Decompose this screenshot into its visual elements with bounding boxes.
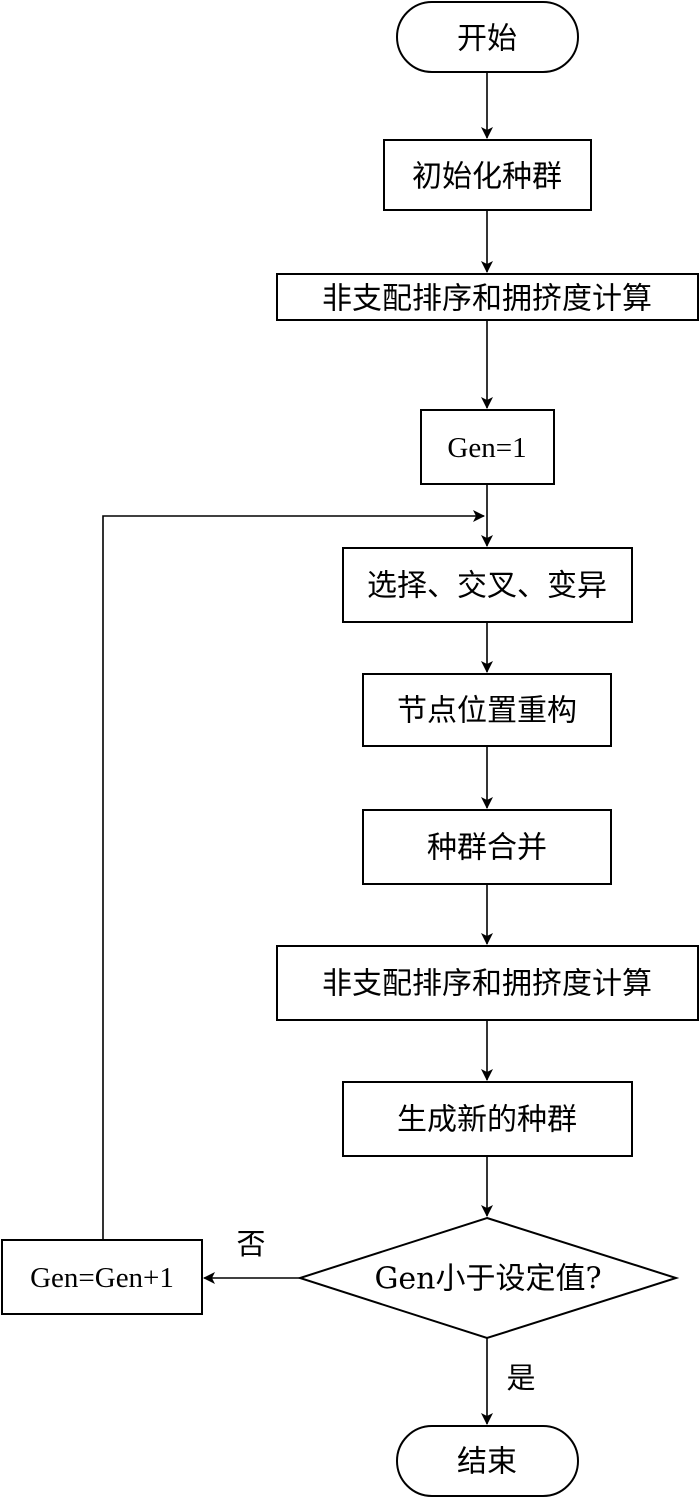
- start-label: 开始: [457, 22, 517, 57]
- gen-init-process: [420, 409, 555, 485]
- sort2-process: [276, 945, 699, 1021]
- edge-increment-loop-back: [102, 510, 485, 1240]
- sort1-process: [276, 273, 699, 321]
- edge-label-no: 否: [236, 1227, 265, 1261]
- edge-label-yes: 是: [506, 1361, 535, 1395]
- gen-init-label: Gen=1: [447, 432, 526, 464]
- end-label: 结束: [457, 1445, 517, 1480]
- merge-label: 种群合并: [427, 831, 547, 866]
- end-terminal: [396, 1425, 579, 1497]
- init-label: 初始化种群: [412, 160, 562, 195]
- decision-label: Gen小于设定值?: [374, 1262, 601, 1297]
- increment-label: Gen=Gen+1: [30, 1262, 174, 1294]
- start-terminal: [396, 1, 579, 73]
- increment-process: [1, 1239, 203, 1315]
- merge-process: [362, 809, 612, 885]
- sort1-label: 非支配排序和拥挤度计算: [322, 282, 652, 317]
- newpop-process: [342, 1081, 633, 1157]
- newpop-label: 生成新的种群: [397, 1103, 577, 1138]
- reconstruct-process: [362, 673, 612, 747]
- sort2-label: 非支配排序和拥挤度计算: [322, 967, 652, 1002]
- init-process: [383, 139, 592, 211]
- reconstruct-label: 节点位置重构: [397, 694, 577, 729]
- decision-diamond: [296, 1216, 680, 1340]
- ops-label: 选择、交叉、变异: [367, 569, 607, 604]
- ops-process: [342, 547, 633, 623]
